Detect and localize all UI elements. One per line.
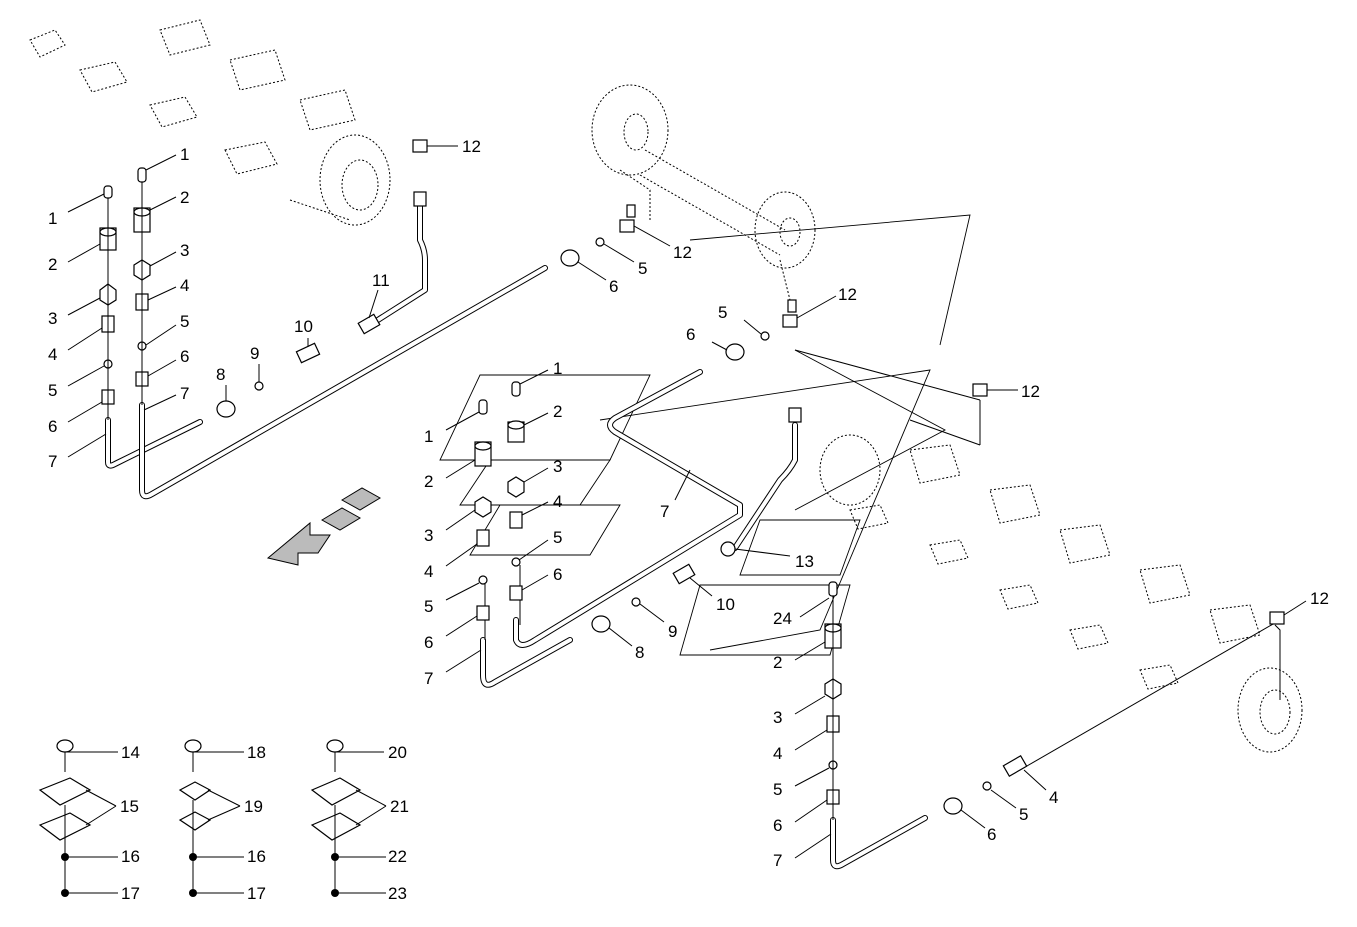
- callout-5: 5: [553, 528, 562, 547]
- callout-11: 11: [372, 271, 390, 290]
- fittings: [38, 139, 1285, 897]
- callout-1: 1: [424, 427, 433, 446]
- callout-5: 5: [48, 381, 57, 400]
- callout-5: 5: [638, 259, 647, 278]
- callout-7: 7: [424, 669, 433, 688]
- callout-3: 3: [180, 241, 189, 260]
- callout-23: 23: [388, 884, 407, 903]
- callout-4: 4: [424, 562, 433, 581]
- callout-12: 12: [462, 137, 481, 156]
- callout-1: 1: [180, 145, 189, 164]
- callout-14: 14: [121, 743, 140, 762]
- callout-2: 2: [773, 653, 782, 672]
- callout-21: 21: [390, 797, 409, 816]
- callout-5: 5: [1019, 805, 1028, 824]
- callout-15: 15: [120, 797, 139, 816]
- callout-12: 12: [673, 243, 692, 262]
- leader-lines: [65, 145, 1307, 894]
- callout-20: 20: [388, 743, 407, 762]
- callout-6: 6: [609, 277, 618, 296]
- callout-8: 8: [635, 643, 644, 662]
- direction-arrow-icon: [266, 487, 381, 566]
- callout-4: 4: [48, 345, 57, 364]
- callout-9: 9: [668, 622, 677, 641]
- callout-5: 5: [424, 597, 433, 616]
- callout-19: 19: [244, 797, 263, 816]
- callout-2: 2: [180, 188, 189, 207]
- callout-10: 10: [716, 595, 735, 614]
- callout-17: 17: [247, 884, 266, 903]
- callout-7: 7: [48, 452, 57, 471]
- callout-6: 6: [424, 633, 433, 652]
- callout-4: 4: [1049, 788, 1058, 807]
- callout-7: 7: [660, 502, 669, 521]
- callout-6: 6: [773, 816, 782, 835]
- callout-24: 24: [773, 609, 792, 628]
- lubrication-lines: [105, 202, 1281, 870]
- callout-6: 6: [180, 347, 189, 366]
- roller-assembly-right: [819, 434, 1303, 753]
- callout-3: 3: [48, 309, 57, 328]
- callout-1: 1: [48, 209, 57, 228]
- callout-16: 16: [121, 847, 140, 866]
- callout-13: 13: [795, 552, 814, 571]
- callout-2: 2: [553, 402, 562, 421]
- callout-4: 4: [180, 276, 189, 295]
- callout-5: 5: [180, 312, 189, 331]
- callout-labels: 1 2 3 4 5 6 7 1 2 3 4 5 6 7 8 9 10 11 12…: [48, 137, 1329, 903]
- callout-22: 22: [388, 847, 407, 866]
- callout-6: 6: [987, 825, 996, 844]
- callout-6: 6: [48, 417, 57, 436]
- callout-4: 4: [553, 492, 562, 511]
- callout-3: 3: [773, 708, 782, 727]
- roller-assembly-top-left: [29, 19, 391, 226]
- callout-17: 17: [121, 884, 140, 903]
- callout-12: 12: [838, 285, 857, 304]
- callout-6: 6: [686, 325, 695, 344]
- callout-7: 7: [773, 851, 782, 870]
- callout-5: 5: [718, 303, 727, 322]
- callout-12: 12: [1021, 382, 1040, 401]
- callout-3: 3: [553, 457, 562, 476]
- callout-12: 12: [1310, 589, 1329, 608]
- callout-9: 9: [250, 344, 259, 363]
- callout-3: 3: [424, 526, 433, 545]
- callout-2: 2: [424, 472, 433, 491]
- callout-1: 1: [553, 359, 562, 378]
- callout-4: 4: [773, 744, 782, 763]
- callout-18: 18: [247, 743, 266, 762]
- callout-8: 8: [216, 365, 225, 384]
- callout-16: 16: [247, 847, 266, 866]
- callout-10: 10: [294, 317, 313, 336]
- pulley-assembly-top: [591, 84, 816, 301]
- frame-outline: [439, 214, 971, 656]
- callout-7: 7: [180, 384, 189, 403]
- callout-2: 2: [48, 255, 57, 274]
- callout-5: 5: [773, 780, 782, 799]
- callout-6: 6: [553, 565, 562, 584]
